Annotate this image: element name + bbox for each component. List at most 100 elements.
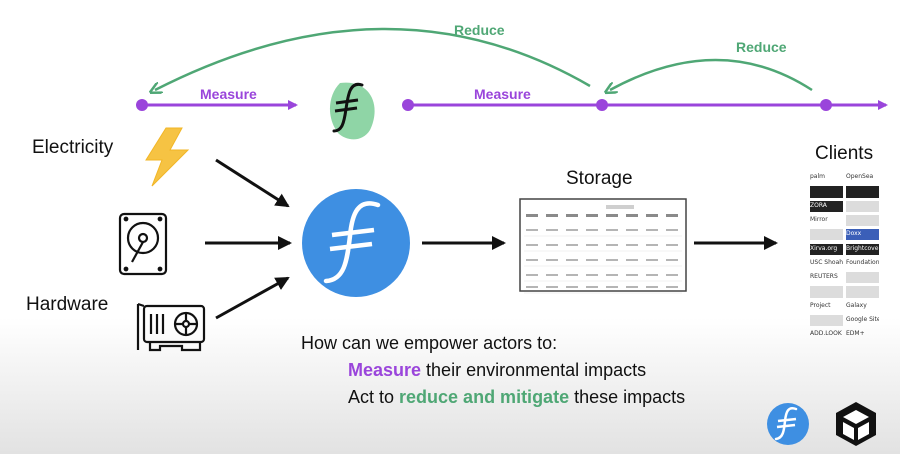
filecoin-logo-icon <box>302 189 410 297</box>
storage-cell <box>606 286 618 288</box>
storage-cell <box>586 244 598 246</box>
arrow-gpu-to-filecoin <box>215 276 290 320</box>
storage-cell <box>566 274 578 276</box>
storage-cell <box>526 286 538 288</box>
storage-cell <box>566 214 578 217</box>
client-logo: Galaxy <box>846 301 867 309</box>
measure-line-left <box>136 99 298 111</box>
storage-cell <box>646 259 658 261</box>
storage-cell <box>546 274 558 276</box>
label-hardware: Hardware <box>26 294 109 315</box>
storage-cell <box>626 259 638 261</box>
storage-cell <box>666 229 678 231</box>
storage-cell <box>566 286 578 288</box>
client-logo: Mirror <box>810 215 828 223</box>
graphics-card-icon <box>136 302 206 352</box>
lightning-bolt-icon <box>145 127 190 187</box>
label-measure-left: Measure <box>200 86 257 102</box>
storage-cell <box>666 214 678 217</box>
storage-cell <box>586 229 598 231</box>
label-reduce-top: Reduce <box>454 22 505 38</box>
storage-cell <box>526 274 538 276</box>
client-logo: Project <box>810 301 831 309</box>
storage-cell <box>646 274 658 276</box>
filecoin-badge-icon <box>767 403 809 445</box>
storage-cell <box>606 229 618 231</box>
client-logo: ADD.LOOK <box>810 330 842 338</box>
storage-cell <box>526 229 538 231</box>
label-clients: Clients <box>815 143 874 164</box>
label-measure-right: Measure <box>474 86 531 102</box>
reduce-arc-large <box>155 27 591 90</box>
storage-table-thumbnail <box>519 198 687 294</box>
client-logo: OpenSea <box>846 173 874 180</box>
storage-cell <box>666 259 678 261</box>
question-line-measure: Measure their environmental impacts <box>348 360 646 381</box>
label-electricity: Electricity <box>32 137 114 158</box>
emphasis-reduce-mitigate: reduce and mitigate <box>399 387 570 407</box>
client-logo: Brightcove <box>846 243 879 255</box>
client-logo: REUTERS <box>810 273 838 281</box>
cube-logo-icon <box>836 402 876 446</box>
client-logo <box>846 272 879 284</box>
measure-line-right <box>402 99 888 111</box>
client-logo <box>846 286 879 298</box>
storage-cell <box>606 274 618 276</box>
storage-cell <box>666 274 678 276</box>
client-logo: palm <box>810 173 825 180</box>
client-logo <box>810 315 843 327</box>
question-line-measure-rest: their environmental impacts <box>421 360 647 380</box>
storage-cell <box>566 259 578 261</box>
storage-cell <box>646 286 658 288</box>
client-logo <box>846 186 879 198</box>
storage-cell <box>626 274 638 276</box>
storage-cell <box>526 244 538 246</box>
question-intro: How can we empower actors to: <box>301 333 558 353</box>
client-logo: EDM+ <box>846 330 865 338</box>
storage-cell <box>646 214 658 217</box>
client-logo <box>810 229 843 241</box>
arrow-electricity-to-filecoin <box>215 158 290 208</box>
hard-drive-icon <box>118 212 168 276</box>
storage-cell <box>546 286 558 288</box>
client-logo: Google Sites <box>846 316 879 323</box>
green-leaf-filecoin-icon <box>329 82 375 140</box>
client-logo: Xirva.org <box>810 243 843 255</box>
storage-cell <box>606 259 618 261</box>
storage-cell <box>586 214 598 217</box>
storage-cell <box>626 244 638 246</box>
reduce-arc-small <box>610 58 813 90</box>
client-logo <box>846 214 879 227</box>
storage-cell <box>546 244 558 246</box>
storage-cell <box>586 274 598 276</box>
storage-cell <box>626 286 638 288</box>
storage-cell <box>666 286 678 288</box>
question-line-reduce-rest: these impacts <box>569 387 686 407</box>
storage-cell <box>526 214 538 217</box>
client-logo <box>846 200 879 212</box>
storage-cell <box>546 259 558 261</box>
storage-cell <box>546 229 558 231</box>
storage-cell <box>646 229 658 231</box>
storage-cell <box>666 244 678 246</box>
storage-cell <box>586 259 598 261</box>
storage-cell <box>626 229 638 231</box>
client-logo: Foundation <box>846 258 879 266</box>
client-logo <box>810 186 843 198</box>
storage-cell <box>606 214 618 217</box>
storage-cell <box>606 244 618 246</box>
storage-cell <box>586 286 598 288</box>
client-logo <box>810 286 843 298</box>
client-logo: ZORA <box>810 200 843 212</box>
client-logo: USC Shoah <box>810 258 843 266</box>
question-line-reduce: Act to reduce and mitigate these impacts <box>348 387 685 408</box>
storage-cell <box>566 229 578 231</box>
label-storage: Storage <box>566 168 633 189</box>
label-reduce-right: Reduce <box>736 39 787 55</box>
storage-cell <box>626 214 638 217</box>
storage-cell <box>566 244 578 246</box>
storage-cell <box>526 259 538 261</box>
client-logo: Doxx <box>846 229 879 241</box>
